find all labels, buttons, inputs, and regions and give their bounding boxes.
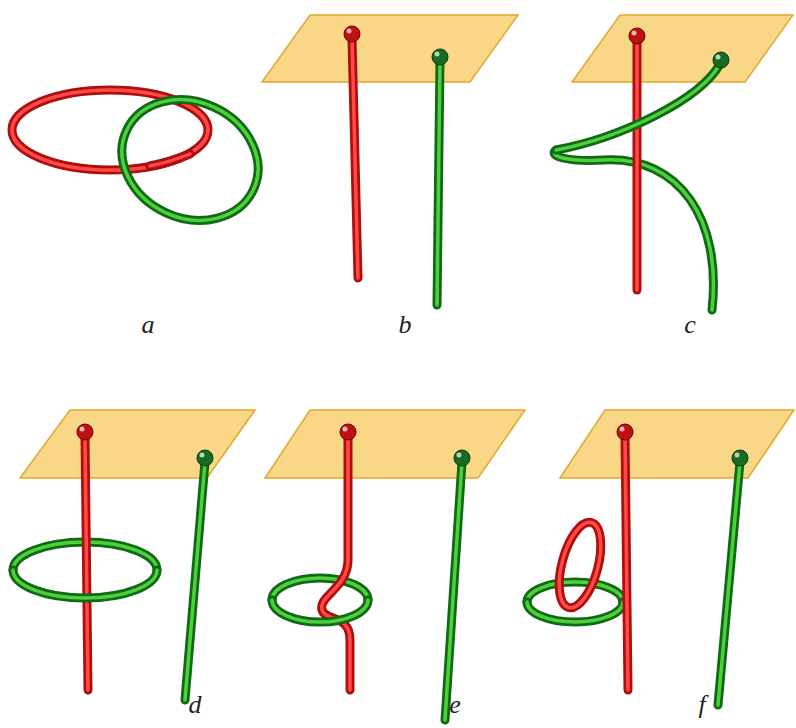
panel-c-strands [554,15,793,310]
panel-letter: e [449,692,461,718]
panel-d-strands [13,410,255,700]
panel-b-strands [262,15,518,305]
panel-e-strands [265,410,525,720]
panel-letter: a [142,312,155,338]
panel-f-strands [527,410,794,705]
panel-letter: d [189,692,202,718]
panel-letter: b [399,312,412,338]
hopf-link [12,78,278,242]
panel-letter: f [698,692,705,718]
panel-letter: c [684,312,696,338]
